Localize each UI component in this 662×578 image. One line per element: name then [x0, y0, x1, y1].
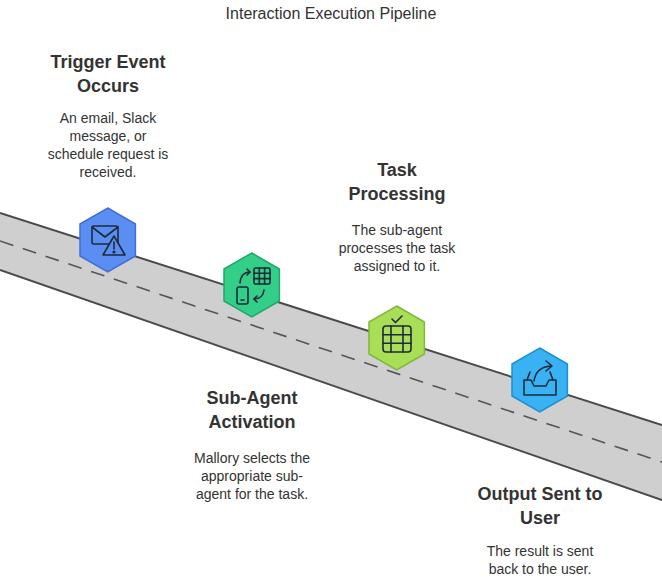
phone-calculator-icon	[237, 268, 270, 304]
step-heading: Output Sent to User	[470, 482, 610, 530]
mail-alert-icon	[92, 226, 125, 255]
hexagon-outline	[80, 208, 135, 272]
hexagon-outline	[224, 253, 279, 317]
database-check-icon	[383, 316, 411, 352]
step-description: The result is sent back to the user.	[476, 542, 604, 578]
hexagon-shape	[367, 304, 426, 372]
step-heading: Trigger Event Occurs	[38, 50, 178, 98]
road-center-line	[0, 241, 662, 462]
step-node: Trigger Event Occurs An email, Slack mess…	[23, 50, 193, 274]
hexagon-shape	[222, 251, 281, 319]
hexagon-outline	[512, 348, 567, 412]
step-description: An email, Slack message, or schedule req…	[41, 109, 176, 181]
step-description: The sub-agent processes the task assigne…	[333, 221, 461, 275]
step-heading: Task Processing	[332, 158, 462, 206]
step-node: Task ProcessingThe sub-agent processes t…	[312, 158, 482, 372]
hexagon-shape	[510, 346, 569, 414]
outbox-tray-icon	[524, 361, 556, 395]
diagram-title: Interaction Execution Pipeline	[0, 4, 662, 24]
hexagon-shape	[78, 206, 137, 274]
step-heading: Sub-Agent Activation	[182, 386, 322, 434]
step-node: Output Sent to UserThe result is sent ba…	[455, 346, 625, 578]
step-node: Sub-Agent ActivationMallory selects the …	[167, 251, 337, 503]
step-description: Mallory selects the appropriate sub-agen…	[186, 449, 318, 503]
road-edge	[0, 270, 662, 500]
hexagon-outline	[369, 306, 424, 370]
